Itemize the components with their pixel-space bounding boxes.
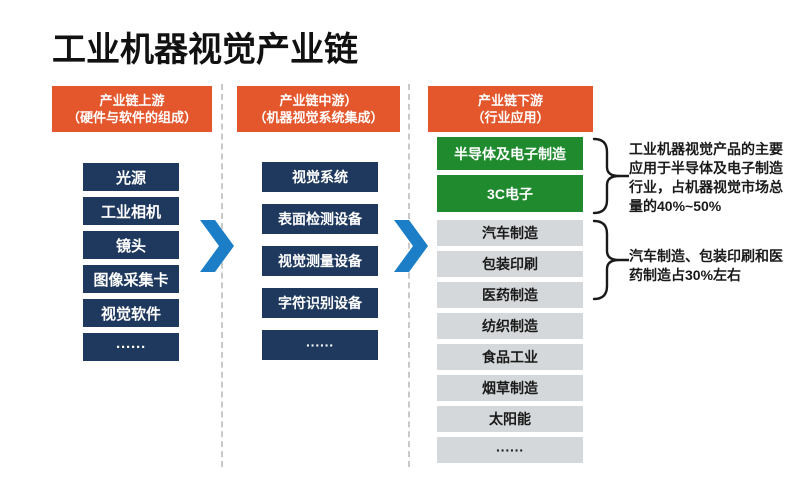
- midstream-header-line2: （机器视觉系统集成）: [253, 110, 384, 125]
- upstream-header: 产业链上游 （硬件与软件的组成）: [52, 86, 212, 132]
- annotation-semiconductor-share: 工业机器视觉产品的主要应用于半导体及电子制造行业，占机器视觉市场总量的40%~5…: [629, 141, 783, 214]
- chain-item-lens: 镜头: [83, 231, 179, 259]
- curly-brace-icon: [592, 219, 629, 301]
- chain-item-light-source: 光源: [83, 163, 179, 191]
- page-title: 工业机器视觉产业链: [52, 31, 358, 69]
- chain-item-textile: 纺织制造: [437, 313, 583, 339]
- chain-item-packaging-printing: 包装印刷: [437, 251, 583, 277]
- upstream-header-line2: （硬件与软件的组成）: [66, 110, 197, 125]
- midstream-items: 视觉系统 表面检测设备 视觉测量设备 字符识别设备 ······: [262, 162, 378, 372]
- downstream-items-gray: 汽车制造 包装印刷 医药制造 纺织制造 食品工业 烟草制造 太阳能 ······: [437, 220, 583, 468]
- chain-item-pharmaceutical: 医药制造: [437, 282, 583, 308]
- annotation-auto-share: 汽车制造、包装印刷和医药制造占30%左右: [629, 248, 783, 283]
- chain-item-semiconductor: 半导体及电子制造: [437, 137, 583, 170]
- chain-item-surface-inspection: 表面检测设备: [262, 204, 378, 234]
- upstream-items: 光源 工业相机 镜头 图像采集卡 视觉软件 ······: [83, 163, 179, 367]
- chain-item-3c-electronics: 3C电子: [437, 175, 583, 212]
- chain-item-ocr-equipment: 字符识别设备: [262, 288, 378, 318]
- chain-item-tobacco: 烟草制造: [437, 375, 583, 401]
- chain-item-vision-system: 视觉系统: [262, 162, 378, 192]
- upstream-header-line1: 产业链上游: [99, 93, 165, 108]
- midstream-header-line1: 产业链中游）: [279, 93, 358, 108]
- chain-item-midstream-ellipsis: ······: [262, 330, 378, 360]
- chevron-right-icon: [394, 220, 428, 272]
- midstream-header: 产业链中游） （机器视觉系统集成）: [237, 86, 400, 132]
- downstream-header-line1: 产业链下游: [477, 93, 543, 108]
- chain-item-upstream-ellipsis: ······: [83, 333, 179, 361]
- chain-item-solar: 太阳能: [437, 406, 583, 432]
- chain-item-industrial-camera: 工业相机: [83, 197, 179, 225]
- downstream-header: 产业链下游 （行业应用）: [428, 86, 593, 132]
- chain-item-food-industry: 食品工业: [437, 344, 583, 370]
- downstream-header-line2: （行业应用）: [471, 110, 550, 125]
- chevron-right-icon: [200, 220, 234, 272]
- divider-dashed-line-1: [221, 84, 223, 467]
- chain-item-vision-software: 视觉软件: [83, 299, 179, 327]
- chain-item-frame-grabber: 图像采集卡: [83, 265, 179, 293]
- chain-item-automobile: 汽车制造: [437, 220, 583, 246]
- curly-brace-icon: [592, 137, 629, 215]
- downstream-items-green: 半导体及电子制造 3C电子: [437, 137, 583, 212]
- divider-dashed-line-2: [408, 84, 410, 467]
- chain-item-vision-measurement: 视觉测量设备: [262, 246, 378, 276]
- chain-item-downstream-ellipsis: ······: [437, 437, 583, 463]
